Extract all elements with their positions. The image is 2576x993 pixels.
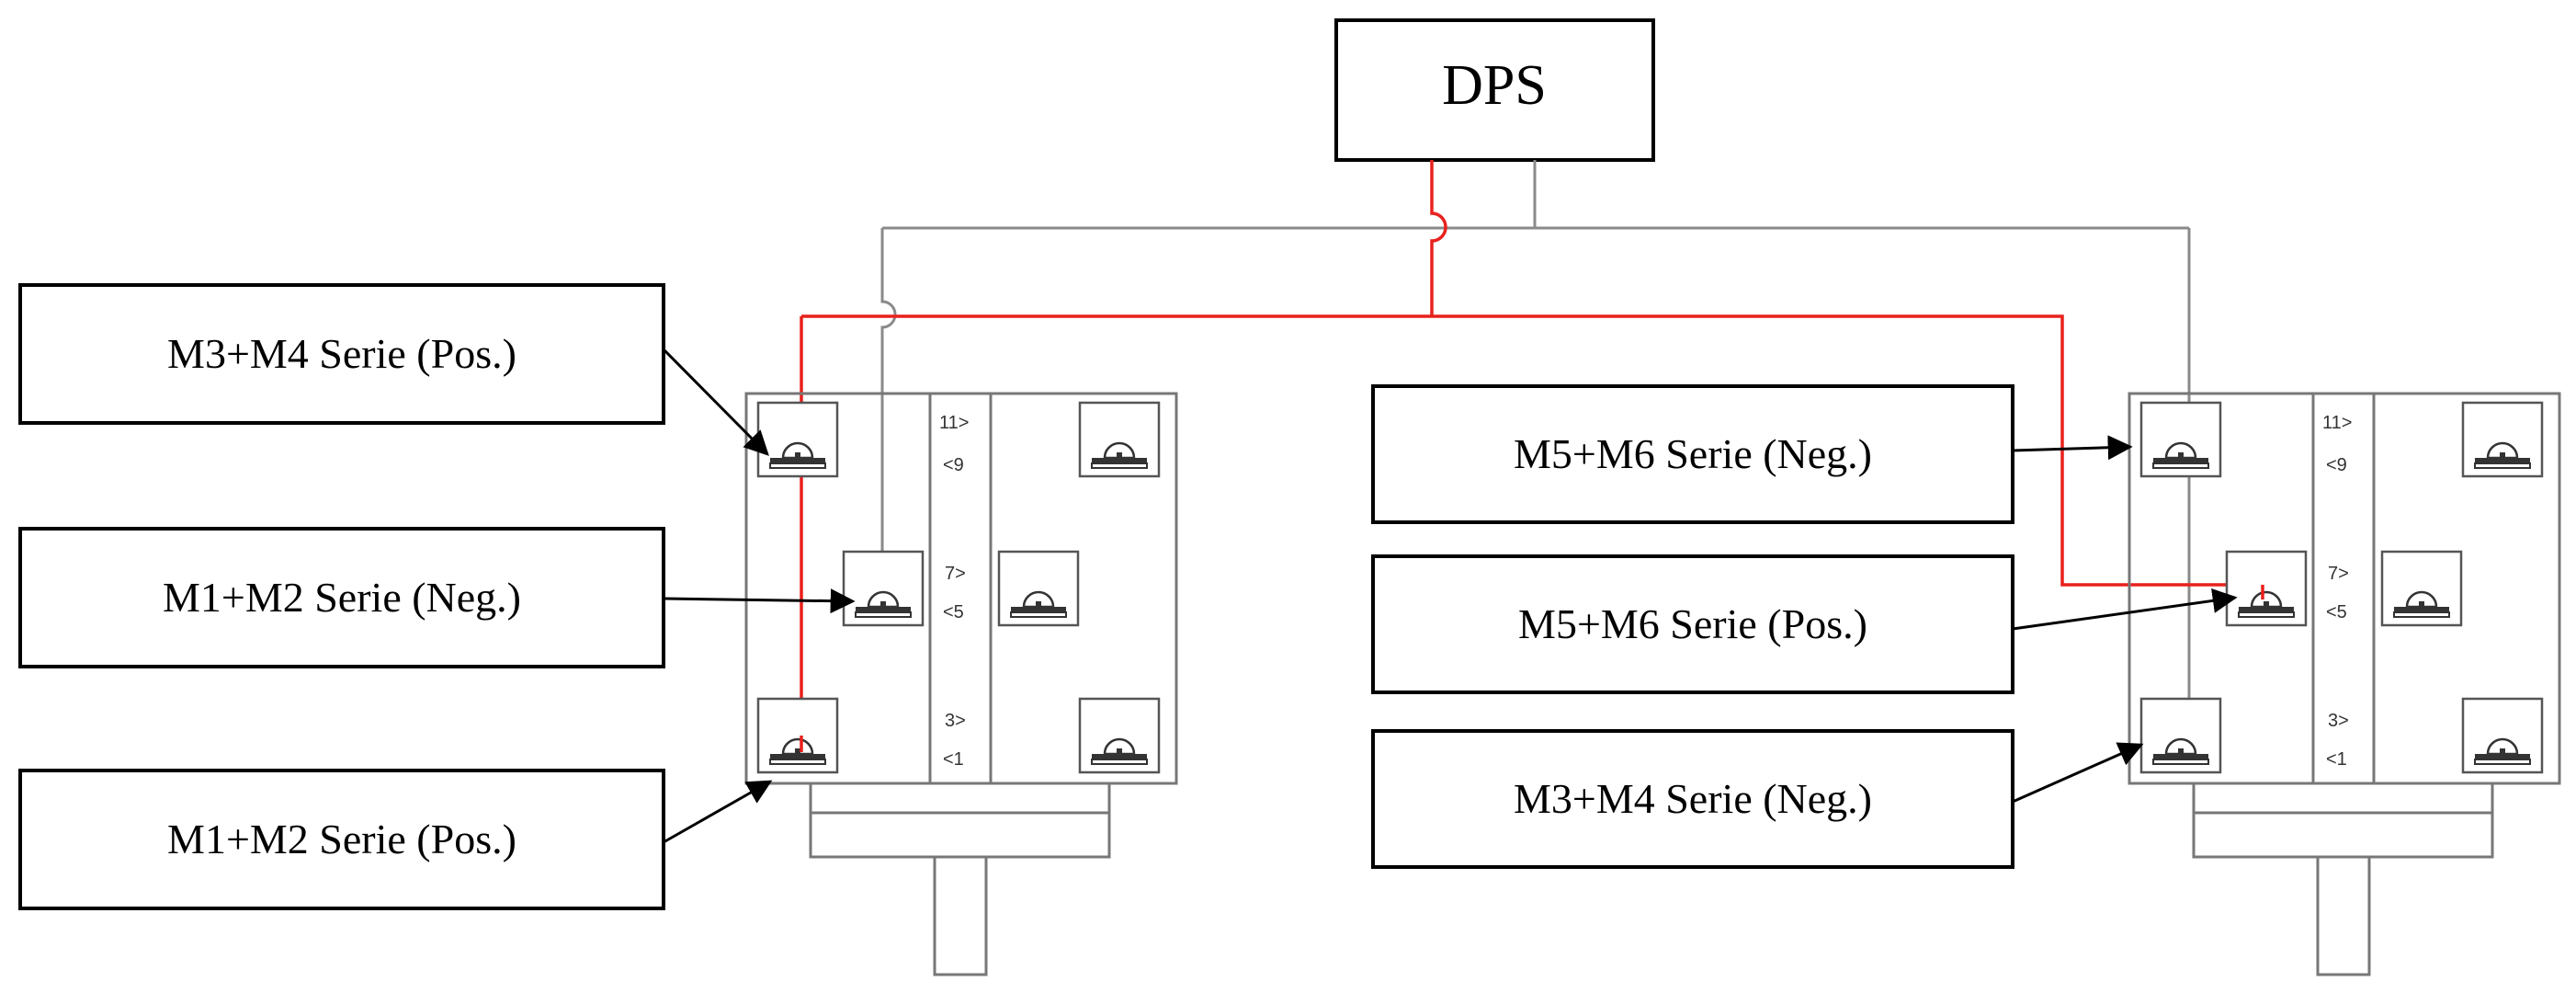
label-text: M1+M2 Serie (Neg.): [163, 574, 521, 621]
terminal-left-bot-left: [756, 697, 839, 774]
pin-label: <9: [2326, 455, 2347, 475]
right-stem: [2316, 855, 2371, 976]
pin-label: 7>: [2328, 564, 2349, 584]
label-box: [18, 527, 665, 668]
terminal-right-mid-left: [2225, 550, 2308, 627]
pin-label: <9: [943, 455, 964, 475]
arrow-m3m4-neg: [2012, 742, 2144, 804]
dps-red-drop: [1430, 160, 1447, 316]
pin-label: 7>: [945, 564, 966, 584]
label-m5m6-pos: M5+M6 Serie (Pos.): [1371, 554, 2014, 694]
pin-label: 11>: [2322, 413, 2352, 433]
terminal-left-top-right: [1078, 401, 1161, 478]
label-m3m4-neg: M3+M4 Serie (Neg.): [1371, 729, 2014, 869]
label-box: [18, 769, 665, 910]
label-text: M3+M4 Serie (Pos.): [167, 330, 516, 377]
label-box: [1371, 554, 2014, 694]
dps-unit: DPS: [1334, 18, 1655, 162]
battery-module-left: 11> <9 7> <5 3> <1: [744, 392, 1178, 976]
pin-label: <1: [2326, 749, 2347, 770]
arrow-m1m2-neg: [663, 588, 856, 614]
arrow-m5m6-neg: [2012, 435, 2133, 461]
terminal-left-mid-right: [997, 550, 1080, 627]
label-m1m2-neg: M1+M2 Serie (Neg.): [18, 527, 665, 668]
left-stem: [933, 855, 988, 976]
label-box: [1371, 729, 2014, 869]
pin-label: <1: [943, 749, 964, 770]
label-text: M1+M2 Serie (Pos.): [167, 816, 516, 862]
terminal-right-bot-left: [2139, 697, 2222, 774]
terminal-left-top-left: [756, 401, 839, 478]
left-base: [809, 782, 1111, 859]
positive-wire-network: [800, 160, 2263, 751]
arrow-m1m2-pos: [663, 780, 773, 844]
pin-label: 3>: [945, 711, 966, 731]
negative-wire-network: [880, 160, 2191, 749]
battery-module-right: 11> <9 7> <5 3> <1: [2128, 392, 2561, 976]
gray-wire-left: [880, 228, 897, 554]
arrow-m3m4-pos: [662, 348, 769, 456]
label-m3m4-pos: M3+M4 Serie (Pos.): [18, 283, 665, 425]
pin-label: <5: [943, 602, 964, 622]
label-box: [1371, 384, 2014, 524]
terminal-right-top-left: [2139, 401, 2222, 478]
label-text: M3+M4 Serie (Neg.): [1514, 775, 1872, 822]
terminal-left-mid-left: [842, 550, 925, 627]
terminal-right-top-right: [2461, 401, 2544, 478]
red-bus: [801, 314, 2263, 587]
pin-label: 3>: [2328, 711, 2349, 731]
label-text: M5+M6 Serie (Neg.): [1514, 430, 1872, 477]
terminal-right-mid-right: [2380, 550, 2463, 627]
terminal-right-bot-right: [2461, 697, 2544, 774]
label-box: [18, 283, 665, 425]
right-base: [2192, 782, 2494, 859]
label-m5m6-neg: M5+M6 Serie (Neg.): [1371, 384, 2014, 524]
arrow-m5m6-pos: [2012, 588, 2238, 631]
pin-label: <5: [2326, 602, 2347, 622]
terminal-left-bot-right: [1078, 697, 1161, 774]
pin-label: 11>: [939, 413, 969, 433]
dps-title: DPS: [1442, 54, 1547, 117]
dps-box: [1334, 18, 1655, 162]
label-m1m2-pos: M1+M2 Serie (Pos.): [18, 769, 665, 910]
label-text: M5+M6 Serie (Pos.): [1518, 600, 1867, 647]
pointer-arrows: [662, 348, 2238, 844]
